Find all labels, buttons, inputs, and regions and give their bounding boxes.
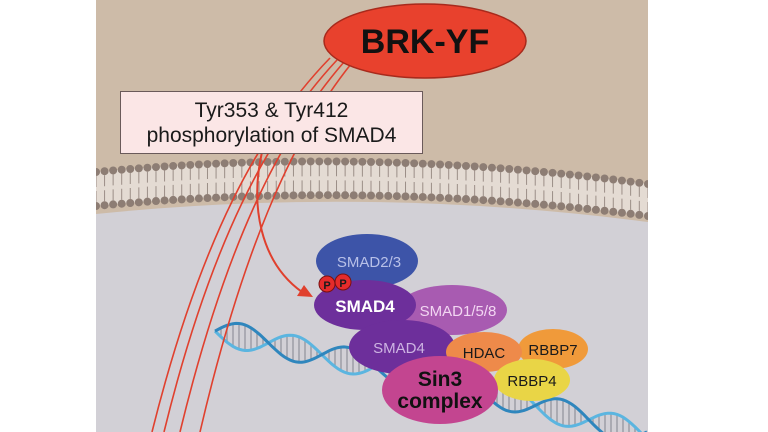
sin3-label-line1: Sin3 [418,368,462,391]
callout-line-2: phosphorylation of SMAD4 [146,123,397,147]
smad158-label: SMAD1/5/8 [420,303,497,320]
phosphate-group-1: P [318,275,336,293]
right-margin [648,0,768,432]
phosphate-label-1: P [323,280,330,292]
sin3-complex: Sin3 complex [382,356,498,424]
smad4-label: SMAD4 [373,340,425,357]
phosphate-group-2: P [334,273,352,291]
phosphate-label-2: P [339,278,346,290]
rbbp7-protein: RBBP7 [518,329,588,369]
left-margin [0,0,96,432]
smad-complex: SMAD2/3 SMAD1/5/8 SMAD4 P P SMAD4 RBBP7 [314,234,588,424]
smad4-phospho-label: SMAD4 [335,297,395,316]
brk-yf-kinase: BRK-YF [323,3,527,79]
phosphorylation-arrow [256,151,313,297]
rbbp4-label: RBBP4 [507,373,556,390]
hdac-label: HDAC [463,345,506,362]
smad23-label: SMAD2/3 [337,254,401,271]
phosphorylation-callout: Tyr353 & Tyr412 phosphorylation of SMAD4 [120,91,423,154]
rbbp4-protein: RBBP4 [494,359,570,401]
smad4-phospho-protein: SMAD4 [314,280,416,330]
smad158-protein: SMAD1/5/8 [397,285,507,335]
cell-membrane [96,157,648,220]
rbbp7-label: RBBP7 [528,342,577,359]
callout-line-1: Tyr353 & Tyr412 [194,98,349,122]
sin3-label-line2: complex [397,390,483,413]
brk-yf-label: BRK-YF [361,23,489,61]
